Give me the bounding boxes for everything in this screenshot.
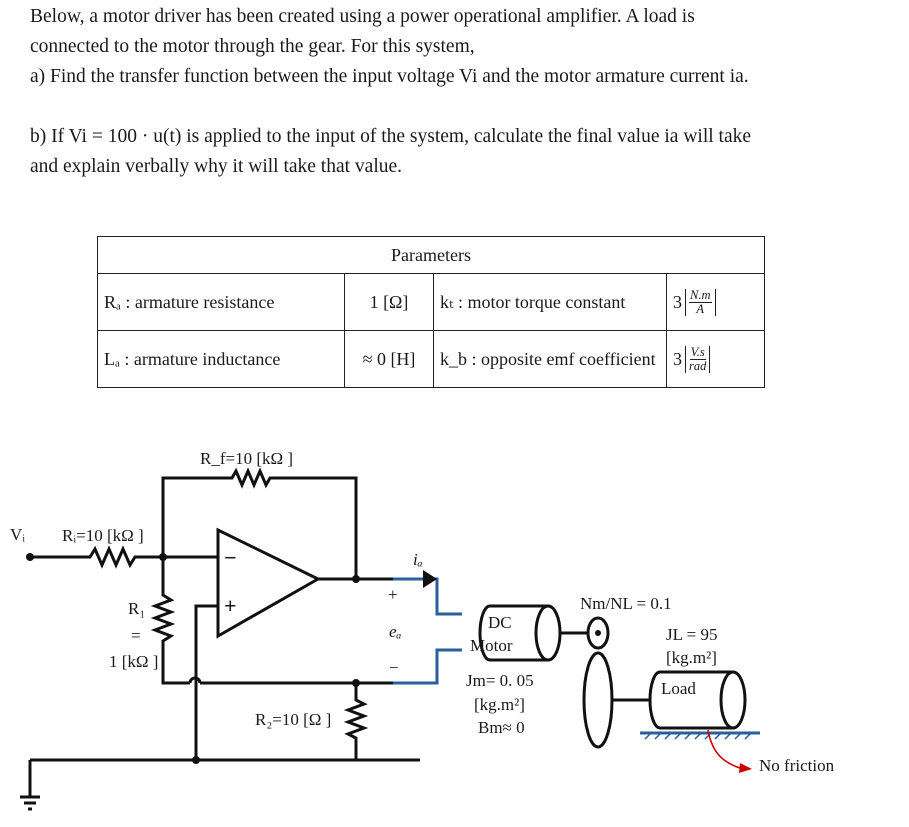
r2-label: R₂=10 [Ω ] <box>255 710 331 729</box>
pointer-arrowhead <box>739 763 752 773</box>
unit-denominator: A <box>696 301 705 316</box>
param-value: 1 [Ω] <box>344 273 434 331</box>
node <box>352 679 360 687</box>
motor-lead-bottom <box>393 648 462 685</box>
unit-fraction: V.s rad <box>685 344 711 373</box>
table-row: Rₐ : armature resistance 1 [Ω] kₜ : moto… <box>97 273 765 331</box>
current-arrow <box>423 570 437 588</box>
parameters-table: Parameters Rₐ : armature resistance 1 [Ω… <box>97 236 765 388</box>
load-body <box>648 670 735 730</box>
param-name: kₜ : motor torque constant <box>433 273 667 331</box>
question-line-2: connected to the motor through the gear.… <box>30 36 475 57</box>
unit-numerator: V.s <box>689 344 706 360</box>
bm-label: Bm≈ 0 <box>478 718 525 737</box>
param-name: Rₐ : armature resistance <box>97 273 345 331</box>
rf-label: R_f=10 [kΩ ] <box>200 449 293 468</box>
param-name: Lₐ : armature inductance <box>97 330 345 388</box>
r1-equals: = <box>131 626 141 645</box>
node <box>159 553 167 561</box>
unit-numerator: N.m <box>689 287 712 303</box>
plus-label: + <box>388 585 398 604</box>
jl-unit: [kg.m²] <box>666 648 717 667</box>
pointer-arrow <box>707 729 741 769</box>
load-end-cap <box>719 670 747 730</box>
r1-wire <box>150 557 190 685</box>
noninverting-input-wire <box>194 604 218 760</box>
vi-terminal <box>26 553 34 561</box>
op-amp-triangle <box>216 527 322 639</box>
minus-label: − <box>389 658 399 677</box>
ia-label: iₐ <box>413 550 423 569</box>
unit-denominator: rad <box>689 358 707 373</box>
r2-resistor <box>343 683 369 760</box>
node <box>192 756 200 764</box>
opamp-plus: + <box>224 593 237 618</box>
jm-unit: [kg.m²] <box>474 695 525 714</box>
param-value: ≈ 0 [H] <box>344 330 434 388</box>
load-label: Load <box>661 679 696 698</box>
ea-label: eₐ <box>389 622 402 641</box>
feedback-wire <box>161 467 358 579</box>
load-gear <box>582 651 614 749</box>
gear-ratio-label: Nm/NL = 0.1 <box>580 594 672 613</box>
param-value: 3 V.s rad <box>666 330 765 388</box>
no-friction-label: No friction <box>759 756 835 775</box>
floor-hatching <box>644 732 752 740</box>
unit-fraction: N.m A <box>685 287 716 316</box>
question-part-a: a) Find the transfer function between th… <box>30 66 749 87</box>
opamp-minus: − <box>224 545 237 570</box>
ground-symbol <box>20 795 40 811</box>
question-part-b-line-1: b) If Vi = 100 · u(t) is applied to the … <box>30 126 752 147</box>
vi-label: Vᵢ <box>10 525 25 544</box>
motor-label-2: Motor <box>470 636 513 655</box>
question-line-1: Below, a motor driver has been created u… <box>30 6 695 27</box>
question-part-b-line-2: and explain verbally why it will take th… <box>30 156 403 177</box>
motor-end-cap <box>534 604 562 662</box>
r1-label: R₁ <box>128 599 145 618</box>
r1-value: 1 [kΩ ] <box>109 652 158 671</box>
gear-center <box>595 630 601 636</box>
input-wire <box>30 545 163 569</box>
ri-label: Rᵢ=10 [kΩ ] <box>62 526 144 545</box>
param-name: k_b : opposite emf coefficient <box>433 330 667 388</box>
param-value: 3 N.m A <box>666 273 765 331</box>
jl-label: JL = 95 <box>666 625 717 644</box>
param-value-number: 3 <box>673 348 682 369</box>
node <box>352 575 360 583</box>
table-row: Lₐ : armature inductance ≈ 0 [H] k_b : o… <box>97 330 765 388</box>
motor-body <box>478 604 550 662</box>
motor-label-1: DC <box>488 613 512 632</box>
param-value-number: 3 <box>673 291 682 312</box>
table-header: Parameters <box>97 236 765 274</box>
jm-label: Jm= 0. 05 <box>466 671 534 690</box>
motor-lead-top <box>393 577 462 616</box>
